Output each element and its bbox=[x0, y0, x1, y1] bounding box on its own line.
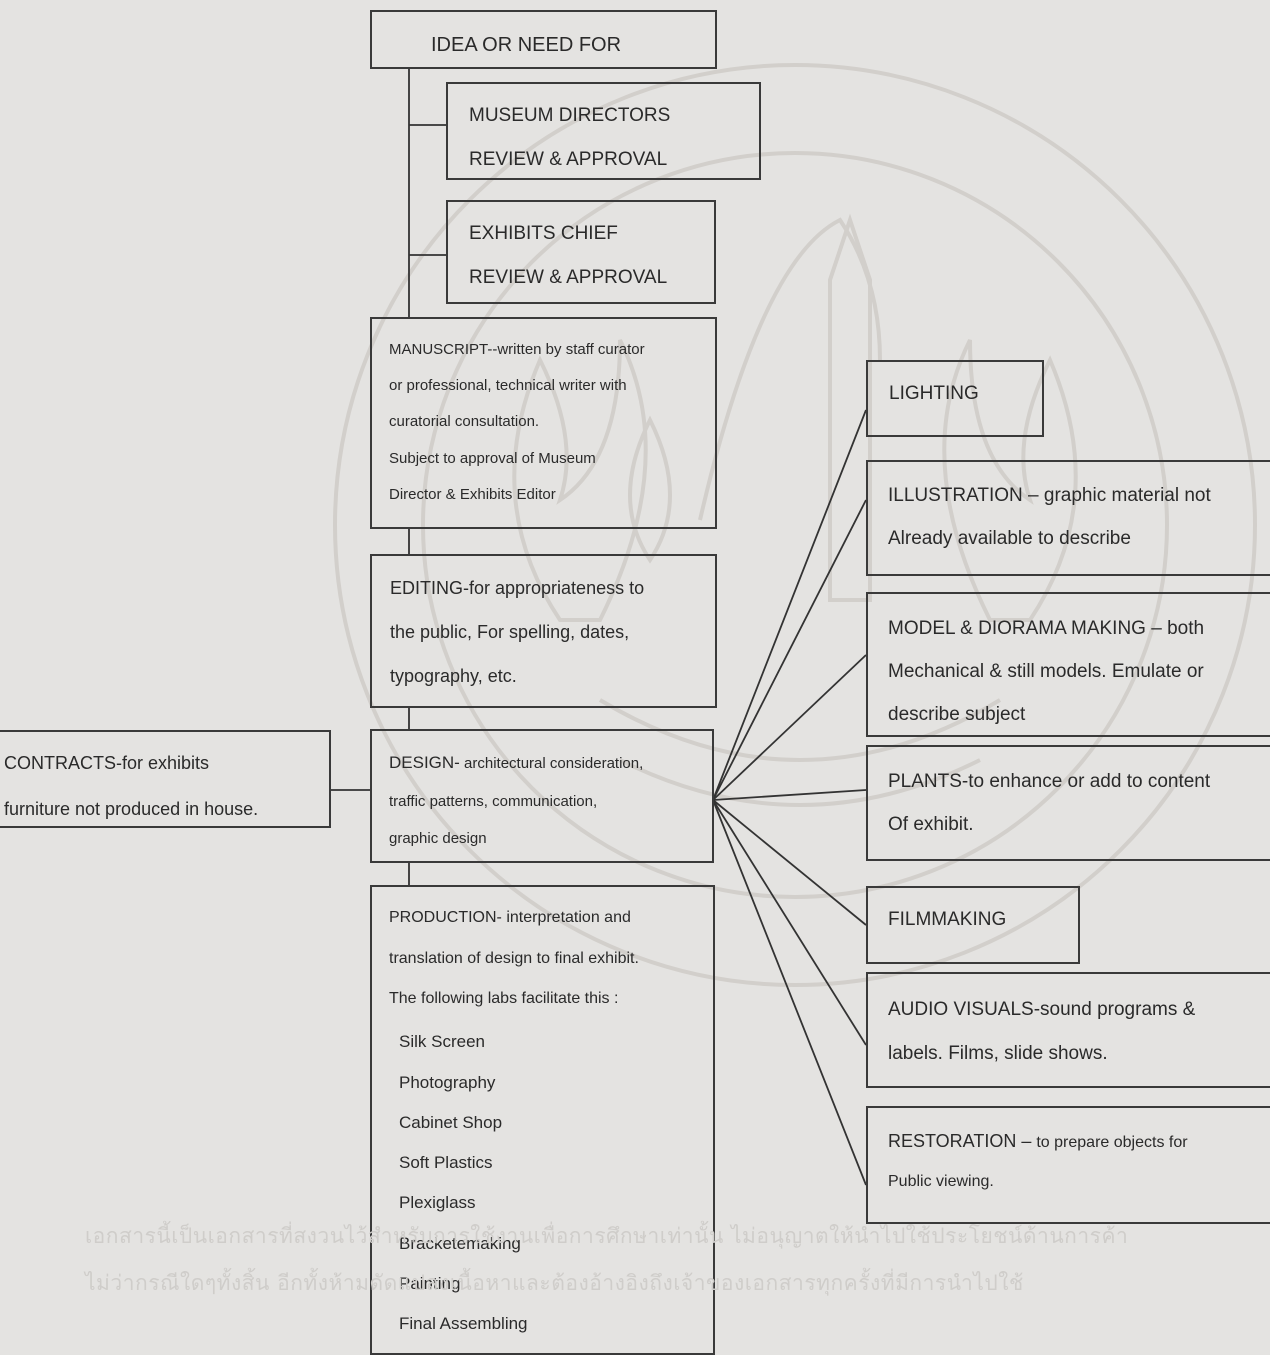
connector-audio bbox=[712, 799, 867, 1046]
design-line2: traffic patterns, communication, bbox=[389, 793, 598, 810]
model-line1: MODEL & DIORAMA MAKING – both bbox=[888, 618, 1205, 639]
model-line2: Mechanical & still models. Emulate or bbox=[888, 661, 1204, 682]
production-lab: Silk Screen bbox=[399, 1032, 485, 1051]
manuscript-box: MANUSCRIPT--written by staff curator or … bbox=[370, 317, 717, 529]
design-head: DESIGN- bbox=[389, 753, 460, 772]
production-lab: Cabinet Shop bbox=[399, 1113, 503, 1132]
contracts-line1: CONTRACTS-for exhibits bbox=[4, 753, 210, 773]
filmmaking-box: FILMMAKING bbox=[866, 886, 1080, 964]
audio-line1: AUDIO VISUALS-sound programs & bbox=[888, 999, 1196, 1020]
idea-box: IDEA OR NEED FOR bbox=[370, 10, 717, 69]
design-line1: DESIGN- architectural consideration, bbox=[389, 753, 643, 773]
design-box: DESIGN- architectural consideration, tra… bbox=[370, 729, 714, 863]
editing-line3: typography, etc. bbox=[390, 666, 517, 686]
illustration-line1: ILLUSTRATION – graphic material not bbox=[888, 485, 1211, 506]
restoration-head: RESTORATION – bbox=[888, 1131, 1037, 1151]
connector-restoration bbox=[712, 799, 867, 1186]
connector-illustration bbox=[712, 499, 867, 801]
production-line1: PRODUCTION- interpretation and bbox=[389, 909, 631, 926]
watermark-footer-line2: ไม่ว่ากรณีใดๆทั้งสิ้น อีกทั้งห้ามดัดแปลง… bbox=[85, 1271, 1024, 1295]
chief-line2: REVIEW & APPROVAL bbox=[469, 267, 668, 288]
audio-visuals-box: AUDIO VISUALS-sound programs & labels. F… bbox=[866, 972, 1270, 1088]
illustration-line2: Already available to describe bbox=[888, 528, 1131, 549]
plants-line1: PLANTS-to enhance or add to content bbox=[888, 771, 1211, 792]
production-lab: Final Assembling bbox=[399, 1314, 528, 1333]
restoration-line1: RESTORATION – to prepare objects for bbox=[888, 1131, 1188, 1152]
manuscript-line3: curatorial consultation. bbox=[389, 413, 540, 430]
directors-line2: REVIEW & APPROVAL bbox=[469, 149, 668, 170]
editing-line2: the public, For spelling, dates, bbox=[390, 622, 630, 642]
audio-line2: labels. Films, slide shows. bbox=[888, 1043, 1108, 1064]
connector-lighting bbox=[712, 409, 867, 801]
connector-filmmaking bbox=[712, 799, 867, 926]
design-line3: graphic design bbox=[389, 830, 487, 847]
manuscript-line2: or professional, technical writer with bbox=[389, 377, 627, 394]
restoration-box: RESTORATION – to prepare objects for Pub… bbox=[866, 1106, 1270, 1224]
editing-box: EDITING-for appropriateness to the publi… bbox=[370, 554, 717, 708]
restoration-line1-rest: to prepare objects for bbox=[1036, 1134, 1188, 1151]
production-lab: Photography bbox=[399, 1073, 496, 1092]
filmmaking-label: FILMMAKING bbox=[888, 909, 1007, 930]
watermark-footer-line1: เอกสารนี้เป็นเอกสารที่สงวนไว้สำหรับการใช… bbox=[85, 1224, 1129, 1248]
museum-directors-box: MUSEUM DIRECTORS REVIEW & APPROVAL bbox=[446, 82, 761, 180]
lighting-label: LIGHTING bbox=[889, 383, 979, 404]
editing-line1: EDITING-for appropriateness to bbox=[390, 578, 645, 598]
manuscript-line5: Director & Exhibits Editor bbox=[389, 486, 556, 503]
plants-box: PLANTS-to enhance or add to content Of e… bbox=[866, 745, 1270, 861]
production-line2: translation of design to final exhibit. bbox=[389, 950, 639, 967]
production-line3: The following labs facilitate this : bbox=[389, 990, 619, 1007]
connector-model bbox=[712, 654, 867, 801]
production-lab: Soft Plastics bbox=[399, 1153, 493, 1172]
connector-plants bbox=[712, 789, 867, 801]
restoration-line2: Public viewing. bbox=[888, 1173, 994, 1190]
production-lab: Bracketemaking bbox=[399, 1234, 521, 1253]
chief-line1: EXHIBITS CHIEF bbox=[469, 223, 618, 244]
model-line3: describe subject bbox=[888, 704, 1026, 725]
exhibits-chief-box: EXHIBITS CHIEF REVIEW & APPROVAL bbox=[446, 200, 716, 304]
directors-line1: MUSEUM DIRECTORS bbox=[469, 105, 671, 126]
production-lab: Plexiglass bbox=[399, 1193, 476, 1212]
idea-label: IDEA OR NEED FOR bbox=[431, 34, 622, 56]
model-diorama-box: MODEL & DIORAMA MAKING – both Mechanical… bbox=[866, 592, 1270, 737]
production-lab: Painting bbox=[399, 1274, 461, 1293]
design-line1-rest: architectural consideration, bbox=[459, 755, 644, 772]
illustration-box: ILLUSTRATION – graphic material not Alre… bbox=[866, 460, 1270, 576]
manuscript-line1: MANUSCRIPT--written by staff curator bbox=[389, 341, 645, 358]
contracts-box: CONTRACTS-for exhibits furniture not pro… bbox=[0, 730, 331, 828]
manuscript-line4: Subject to approval of Museum bbox=[389, 450, 596, 467]
plants-line2: Of exhibit. bbox=[888, 814, 974, 835]
lighting-box: LIGHTING bbox=[866, 360, 1044, 437]
contracts-line2: furniture not produced in house. bbox=[4, 799, 259, 819]
